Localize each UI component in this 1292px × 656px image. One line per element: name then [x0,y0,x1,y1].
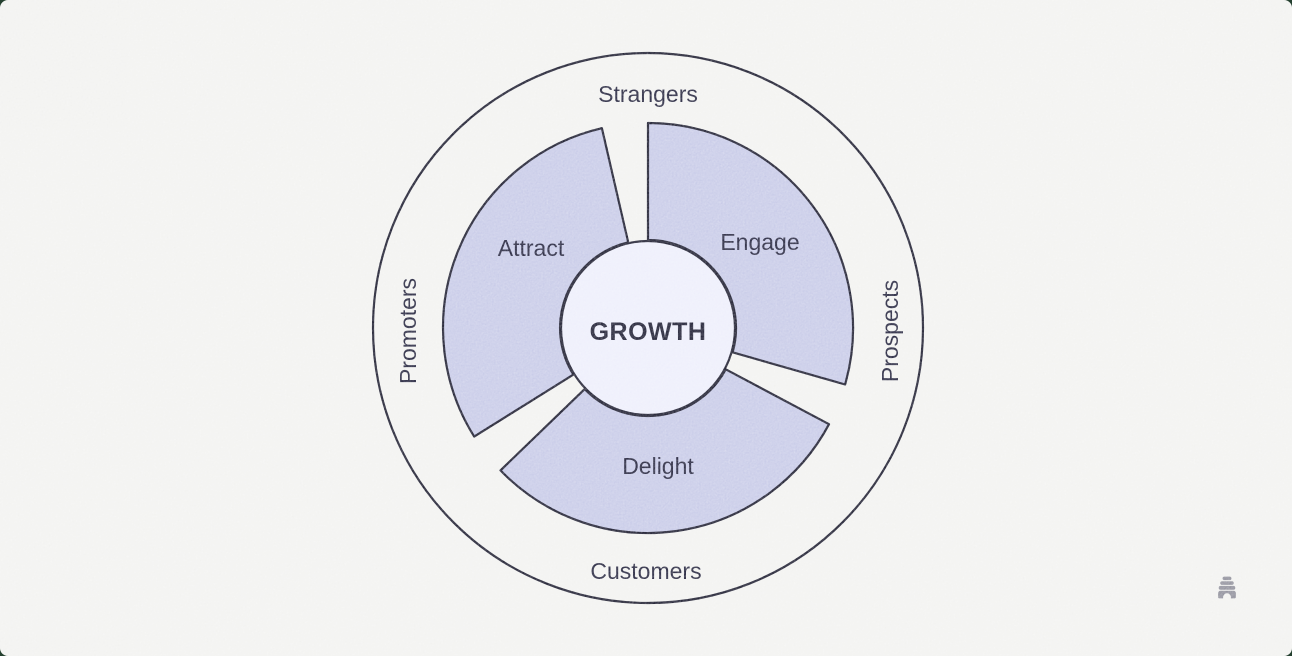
flywheel-diagram: Attract Engage Delight GROWTH Strangers … [0,0,1292,656]
grain-overlay [0,0,1292,656]
flywheel-card: Attract Engage Delight GROWTH Strangers … [0,0,1292,656]
